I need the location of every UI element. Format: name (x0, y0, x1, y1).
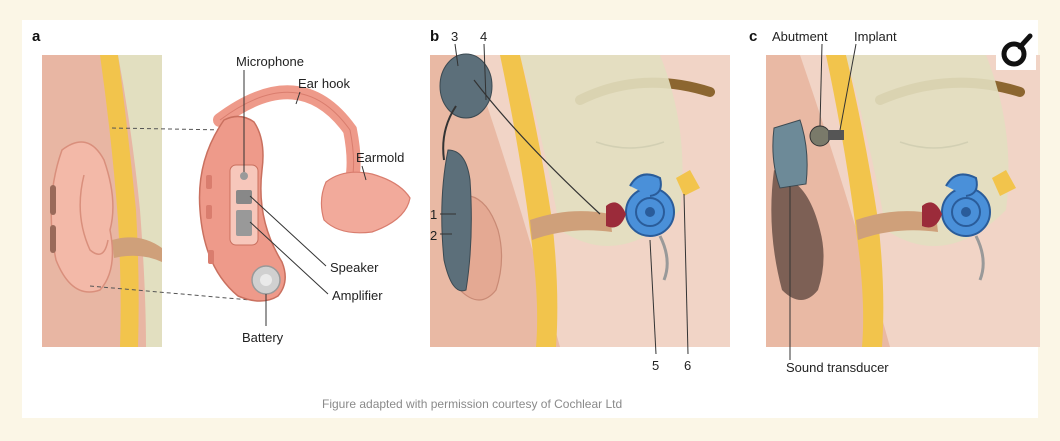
number-1-label: 1 (430, 207, 437, 222)
abutment-part (810, 126, 830, 146)
figure-caption: Figure adapted with permission courtesy … (322, 397, 622, 411)
panel-a-letter: a (32, 28, 41, 45)
number-4-label: 4 (480, 29, 487, 44)
microphone-label: Microphone (236, 54, 304, 69)
sound-processor (773, 120, 807, 188)
ear-hook-label: Ear hook (298, 76, 351, 91)
journal-logo-icon (996, 30, 1036, 70)
panel-c-letter: c (749, 28, 757, 45)
hearing-aid-device (200, 92, 411, 301)
earmold-label: Earmold (356, 150, 404, 165)
amplifier-label: Amplifier (332, 288, 383, 303)
number-6-label: 6 (684, 358, 691, 373)
sound-transducer-label: Sound transducer (786, 360, 889, 375)
number-3-label: 3 (451, 29, 458, 44)
number-5-label: 5 (652, 358, 659, 373)
earmold-shape (321, 172, 410, 233)
implant-part (828, 130, 844, 140)
panel-b: b 3 4 1 2 5 6 (430, 28, 730, 373)
head-cross-section-c (766, 55, 1040, 347)
panel-c: c Abutment Implant Sound transducer (749, 28, 1040, 375)
speaker-part (236, 190, 252, 204)
amplifier-part (236, 210, 252, 236)
battery-label: Battery (242, 330, 284, 345)
ear-cross-section-a (42, 55, 162, 347)
implant-label: Implant (854, 29, 897, 44)
number-2-label: 2 (430, 228, 437, 243)
abutment-label: Abutment (772, 29, 828, 44)
speaker-label: Speaker (330, 260, 379, 275)
panel-a: a Microphone Ear hook Earmold Speaker Am… (32, 28, 410, 347)
panel-b-letter: b (430, 28, 439, 45)
microphone-part (240, 172, 248, 180)
